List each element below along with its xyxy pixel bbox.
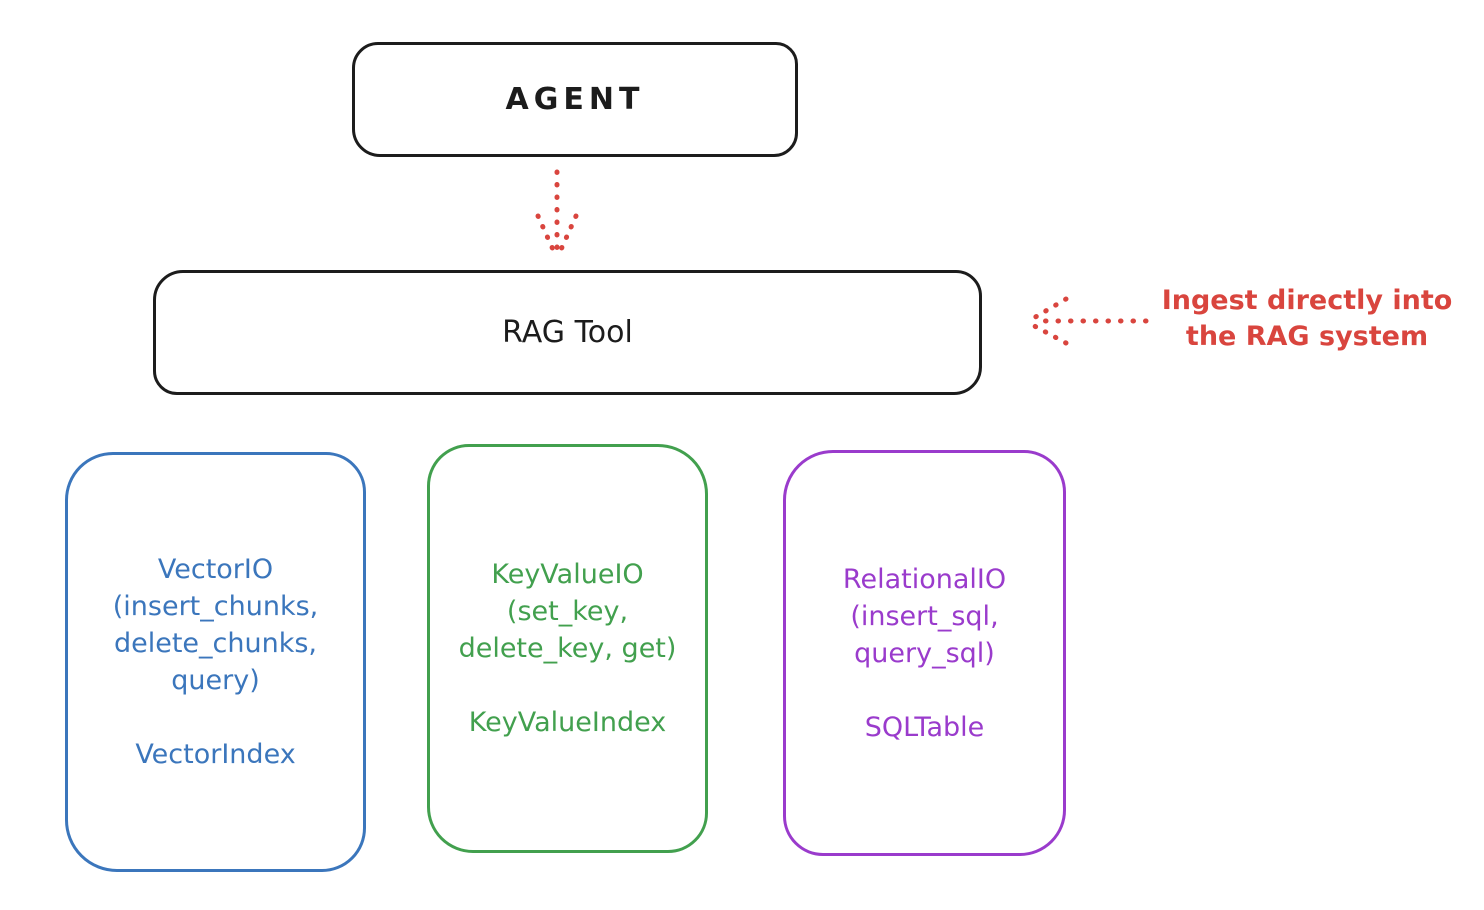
backend-index-label: SQLTable — [864, 711, 985, 743]
backend-line: RelationalIO — [842, 563, 1007, 595]
backend-line: (insert_chunks, — [112, 591, 319, 622]
ingest-annotation: Ingest directly into the RAG system — [1140, 283, 1474, 355]
backend-line: (insert_sql, — [850, 600, 999, 632]
arrow-down-head-left — [535, 213, 558, 257]
backend-index-label: KeyValueIndex — [468, 707, 667, 738]
rag-tool-label: RAG Tool — [502, 315, 633, 350]
backend-line: KeyValueIO — [491, 559, 644, 590]
rag-tool-node: RAG Tool — [153, 270, 982, 395]
backend-line: query_sql) — [854, 637, 995, 669]
agent-node: AGENT — [352, 42, 798, 157]
backend-node-keyvalue-io: KeyValueIO (set_key, delete_key, get) Ke… — [427, 444, 708, 853]
backend-line: query) — [171, 665, 260, 696]
agent-label: AGENT — [505, 82, 645, 117]
backend-node-relational-io: RelationalIO (insert_sql, query_sql) SQL… — [783, 450, 1066, 856]
arrow-left-head-bottom — [1024, 319, 1069, 346]
backend-line: delete_key, get) — [458, 633, 677, 664]
backend-node-vector-io: VectorIO (insert_chunks, delete_chunks, … — [65, 452, 366, 872]
arrow-down-head-right — [556, 213, 579, 257]
arrow-left-head-top — [1024, 296, 1069, 325]
ingest-annotation-line1: Ingest directly into — [1161, 285, 1453, 316]
backend-line: (set_key, — [506, 596, 629, 627]
backend-line: VectorIO — [157, 554, 274, 585]
backend-index-label: VectorIndex — [135, 739, 296, 770]
backend-line: delete_chunks, — [113, 628, 318, 659]
ingest-annotation-line2: the RAG system — [1185, 321, 1429, 352]
